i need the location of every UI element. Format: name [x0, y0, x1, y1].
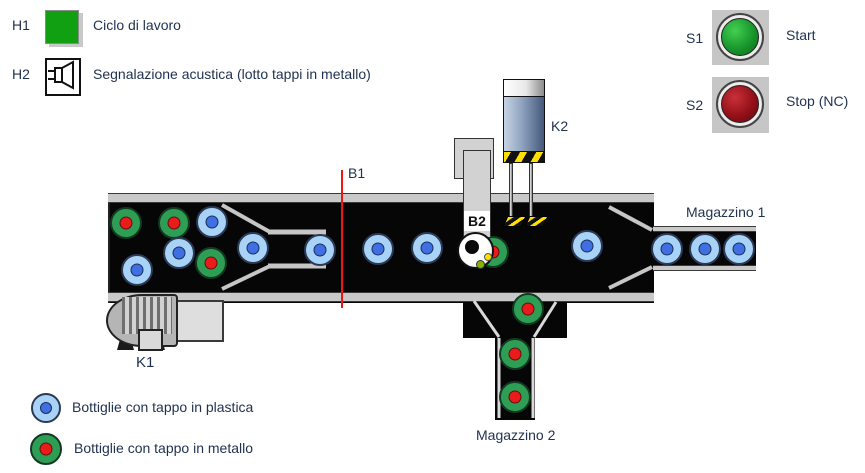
magazzino1-label: Magazzino 1 — [686, 204, 766, 220]
work-cycle-lamp-icon — [45, 10, 79, 44]
legend-metal-bottle-icon — [30, 433, 62, 465]
bottle-plastica — [163, 237, 195, 269]
bottle-plastica — [196, 206, 228, 238]
bottle-metallo — [158, 207, 190, 239]
bottle-metallo — [499, 381, 531, 413]
main-conveyor-bottom-rail — [108, 292, 654, 302]
speaker-icon — [45, 58, 81, 96]
start-button[interactable] — [716, 13, 764, 61]
h2-description: Segnalazione acustica (lotto tappi in me… — [93, 66, 371, 82]
b2-green-led-icon — [476, 260, 485, 269]
bottle-plastica — [689, 233, 721, 265]
bottle-metallo — [110, 207, 142, 239]
b1-label: B1 — [348, 165, 366, 181]
stop-button[interactable] — [716, 80, 764, 128]
legend-plastic-text: Bottiglie con tappo in plastica — [72, 399, 254, 415]
k2-rod-left — [509, 163, 513, 219]
h2-label: H2 — [12, 66, 30, 82]
bottle-metallo — [195, 247, 227, 279]
k2-cylinder-icon — [503, 79, 545, 163]
legend-metal-text: Bottiglie con tappo in metallo — [74, 440, 253, 456]
bottle-plastica — [304, 234, 336, 266]
bottle-plastica — [651, 233, 683, 265]
bottle-plastica — [571, 230, 603, 262]
bottle-plastica — [121, 254, 153, 286]
magazzino2-label: Magazzino 2 — [476, 427, 556, 443]
k2-rod-right — [529, 163, 533, 219]
bottle-plastica — [362, 233, 394, 265]
s2-label: S2 — [686, 97, 704, 113]
k1-gearbox-icon — [176, 300, 224, 342]
magazzino1-top-rail — [653, 226, 756, 232]
bottle-plastica — [723, 233, 755, 265]
magazzino1-bottom-rail — [653, 265, 756, 271]
start-button-plate — [712, 10, 769, 65]
start-button-cap-icon — [721, 18, 759, 56]
h1-description: Ciclo di lavoro — [93, 17, 181, 33]
s2-description: Stop (NC) — [786, 93, 849, 109]
k2-hazard-band-icon — [504, 151, 544, 162]
b2-sensor-eye-icon — [465, 240, 479, 254]
h1-label: H1 — [12, 17, 30, 33]
legend-plastic-bottle-icon — [31, 393, 61, 423]
b2-label: B2 — [464, 211, 490, 231]
bottle-metallo — [499, 338, 531, 370]
k1-foot-left-icon — [117, 341, 134, 350]
k1-label: K1 — [136, 354, 155, 371]
b2-yellow-led-icon — [484, 253, 492, 261]
b1-sensor-line — [341, 170, 343, 308]
k1-junction-box-icon — [138, 329, 163, 351]
k2-cylinder-cap-icon — [504, 80, 544, 97]
s1-description: Start — [786, 27, 816, 43]
s1-label: S1 — [686, 30, 704, 46]
bottle-plastica — [237, 232, 269, 264]
b2-sensor-head-icon — [457, 232, 494, 269]
stop-button-plate — [712, 77, 769, 133]
stop-button-cap-icon — [721, 85, 759, 123]
k2-label: K2 — [551, 118, 569, 134]
main-conveyor-top-rail — [108, 193, 654, 203]
k1-motor-fins-icon — [122, 297, 172, 334]
bottle-plastica — [411, 232, 443, 264]
bottle-metallo — [512, 293, 544, 325]
